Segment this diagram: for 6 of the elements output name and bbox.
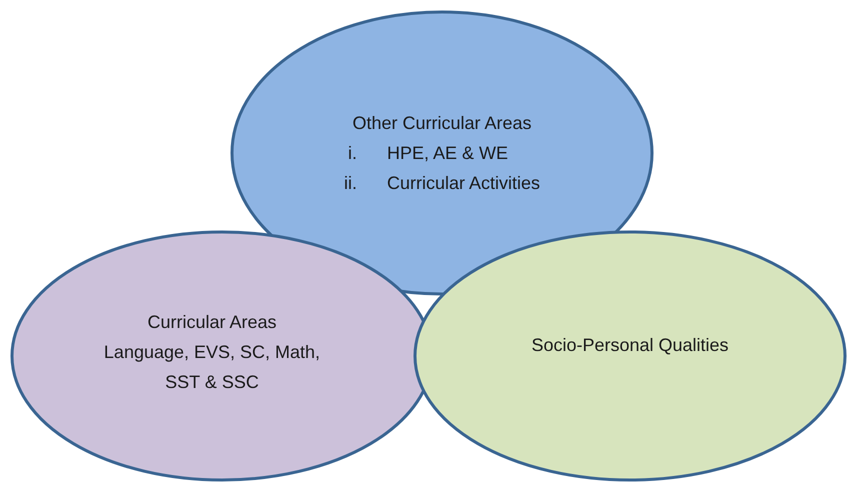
body-text: Language, EVS, SC, Math, SST & SSC <box>102 341 322 394</box>
heading-text: Socio-Personal Qualities <box>531 334 729 357</box>
list-item: ii. Curricular Activities <box>343 172 542 195</box>
list-item: i. HPE, AE & WE <box>347 142 510 165</box>
heading-text: Other Curricular Areas <box>352 112 532 135</box>
heading-text: Curricular Areas <box>147 311 277 334</box>
